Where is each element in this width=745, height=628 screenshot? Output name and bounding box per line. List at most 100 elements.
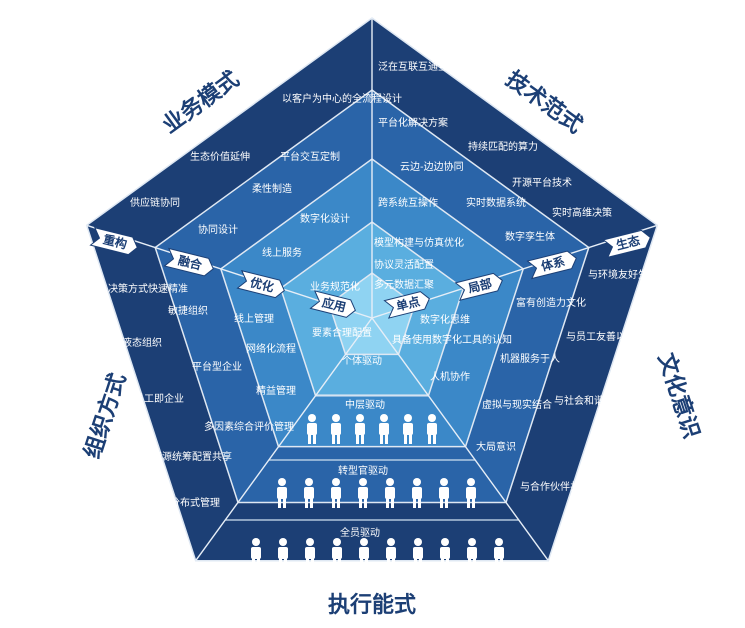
person-icon xyxy=(278,538,288,568)
person-icon xyxy=(413,538,423,568)
business-item: 以客户为中心的全流程设计 xyxy=(282,92,402,105)
person-icon xyxy=(494,538,504,568)
person-icon xyxy=(304,478,314,508)
business-item: 平台交互定制 xyxy=(280,150,340,163)
tech-item: 协议灵活配置 xyxy=(374,258,434,271)
level-tag-label: 重构 xyxy=(102,231,129,251)
level-tag: 单点 xyxy=(383,291,430,319)
culture-item: 富有创造力文化 xyxy=(516,296,586,309)
level-tag-label: 应用 xyxy=(321,294,348,314)
dimension-org-title: 组织方式 xyxy=(79,370,131,462)
person-icon xyxy=(385,478,395,508)
level-tag: 重构 xyxy=(89,226,138,256)
culture-item: 大局意识 xyxy=(476,440,516,453)
execution-band-label: 全员驱动 xyxy=(340,526,380,539)
level-tag-label: 体系 xyxy=(539,253,566,273)
tech-item: 云边-边边协同 xyxy=(400,160,464,173)
org-item: 线上管理 xyxy=(234,312,274,325)
person-icon xyxy=(412,478,422,508)
person-icon xyxy=(359,538,369,568)
org-items: 决策方式快速精准 敏捷组织 液态组织 线上管理 网络化流程 平台型企业 精益管理… xyxy=(108,282,296,509)
center-item: 要素合理配置 xyxy=(312,326,372,339)
dimension-divider xyxy=(371,317,549,562)
dimension-execution-title: 执行能式 xyxy=(328,592,416,618)
person-icon xyxy=(427,414,437,444)
tech-item: 多元数据汇聚 xyxy=(374,278,434,291)
tech-item: 模型构建与仿真优化 xyxy=(374,236,464,249)
tech-item: 持续匹配的算力 xyxy=(468,140,538,153)
culture-item: 机器服务于人 xyxy=(500,352,560,365)
business-item: 柔性制造 xyxy=(252,182,292,195)
org-item: 敏捷组织 xyxy=(168,304,208,317)
level-tag: 应用 xyxy=(309,290,356,318)
culture-item: 数字化思维 xyxy=(420,313,470,326)
org-item: 精益管理 xyxy=(256,384,296,397)
tech-items: 泛在互联互通互理解 平台化解决方案 持续匹配的算力 云边-边边协同 开源平台技术… xyxy=(374,60,612,291)
person-icon xyxy=(440,538,450,568)
culture-item: 与社会和谐共生可持续 xyxy=(554,394,654,407)
culture-item: 人机协作 xyxy=(430,370,470,383)
business-item: 数字化设计 xyxy=(300,212,350,225)
execution-band-label: 中层驱动 xyxy=(345,398,385,411)
culture-item: 虚拟与现实结合 xyxy=(482,398,552,411)
person-icon xyxy=(467,538,477,568)
pentagon-layers xyxy=(85,17,659,562)
culture-item: 与环境友好生产 xyxy=(588,268,658,281)
level-tag: 局部 xyxy=(454,272,503,302)
org-item: 分布式管理 xyxy=(170,496,220,509)
execution-band-label: 转型官驱动 xyxy=(338,464,388,477)
person-icon xyxy=(358,478,368,508)
person-icon xyxy=(466,478,476,508)
tech-item: 实时数据系统 xyxy=(466,196,526,209)
center-items: 业务规范化 要素合理配置 个体驱动 xyxy=(310,280,382,367)
person-icon xyxy=(355,414,365,444)
person-icon xyxy=(251,538,261,568)
org-item: 资源统筹配置共享 xyxy=(152,450,232,463)
level-tag-label: 融合 xyxy=(177,252,205,273)
person-icon xyxy=(332,538,342,568)
business-items: 以客户为中心的全流程设计 生态价值延伸 平台交互定制 供应链协同 柔性制造 协同… xyxy=(130,92,402,259)
org-item: 平台型企业 xyxy=(192,360,242,373)
person-icon xyxy=(386,538,396,568)
tech-item: 开源平台技术 xyxy=(512,176,572,189)
org-item: 网络化流程 xyxy=(246,342,296,355)
dimension-culture-title: 文化意识 xyxy=(653,350,705,442)
business-item: 生态价值延伸 xyxy=(190,150,250,163)
tech-item: 跨系统互操作 xyxy=(378,196,438,209)
culture-item: 与员工友善以人为本 xyxy=(566,330,656,343)
org-item: 员工即企业 xyxy=(134,392,184,405)
org-item: 决策方式快速精准 xyxy=(108,282,188,295)
person-icon xyxy=(379,414,389,444)
person-icon xyxy=(403,414,413,444)
level-tag: 生态 xyxy=(602,229,651,259)
tech-item: 泛在互联互通互理解 xyxy=(378,60,468,73)
person-icons xyxy=(251,414,504,568)
center-item: 个体驱动 xyxy=(342,355,382,367)
execution-band-labels: 中层驱动 转型官驱动 全员驱动 xyxy=(338,398,388,539)
level-tag-label: 生态 xyxy=(614,232,641,252)
level-tag-label: 局部 xyxy=(466,275,493,295)
org-item: 液态组织 xyxy=(122,336,162,349)
culture-item: 与合作伙伴共赢 xyxy=(520,480,590,493)
business-item: 供应链协同 xyxy=(130,196,180,209)
level-tag: 融合 xyxy=(163,247,214,277)
person-icon xyxy=(277,478,287,508)
org-item: 多因素综合评价管理 xyxy=(204,420,294,433)
level-tag: 体系 xyxy=(526,250,577,280)
person-icon xyxy=(305,538,315,568)
level-tag-label: 优化 xyxy=(249,274,276,294)
business-item: 线上服务 xyxy=(262,246,302,259)
culture-items: 与环境友好生产 富有创造力文化 数字化思维 与员工友善以人为本 具备使用数字化工… xyxy=(392,268,658,493)
person-icon xyxy=(331,478,341,508)
person-icon xyxy=(307,414,317,444)
tech-item: 平台化解决方案 xyxy=(378,116,448,129)
tech-item: 数字孪生体 xyxy=(505,230,555,243)
level-tag: 优化 xyxy=(236,269,285,299)
center-item: 业务规范化 xyxy=(310,280,360,293)
business-item: 协同设计 xyxy=(198,223,238,236)
dimension-divider xyxy=(195,317,373,562)
level-tag-label: 单点 xyxy=(394,293,421,313)
person-icon xyxy=(439,478,449,508)
